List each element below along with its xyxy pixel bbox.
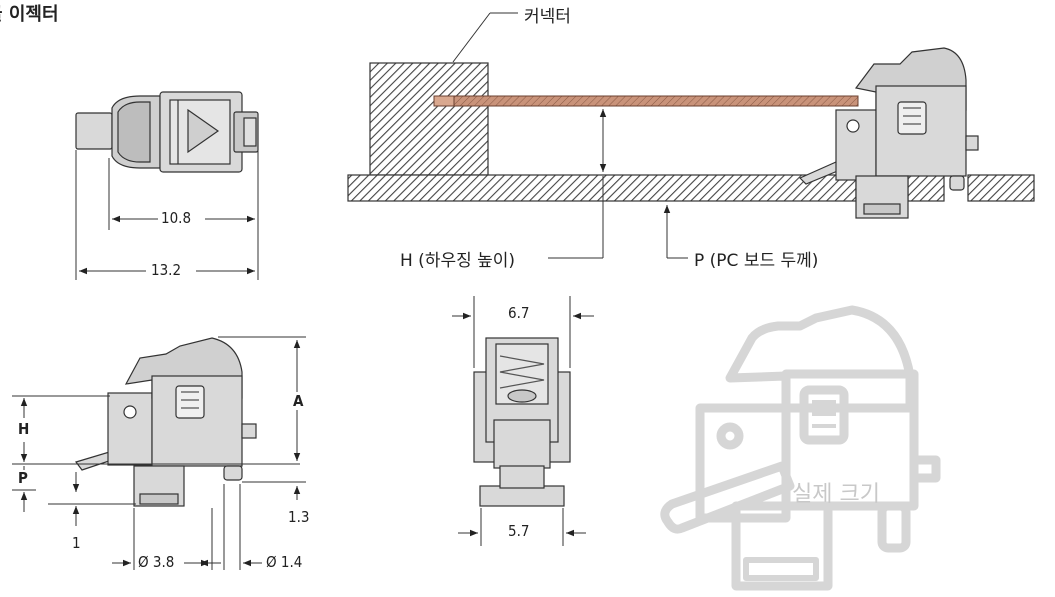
dim-1-3-label: 1.3 — [288, 508, 310, 526]
dim-1-label: 1 — [72, 534, 81, 552]
board-thickness-label: P (PC 보드 두께) — [694, 251, 819, 271]
front-view-ejector — [473, 337, 571, 507]
dim-dia-3-8-label: Ø 3.8 — [138, 553, 175, 571]
housing-height-label: H (하우징 높이) — [400, 251, 516, 271]
dim-p-label: P — [18, 469, 28, 487]
top-view-connector — [75, 91, 259, 173]
inserted-board-trace — [433, 95, 859, 107]
assembly-dimension-lines — [452, 12, 688, 259]
dim-dia-1-4-label: Ø 1.4 — [266, 553, 303, 571]
dim-a-label: A — [292, 392, 305, 410]
top-view-dimension-lines — [75, 150, 259, 280]
actual-size-ghost — [660, 305, 941, 591]
dim-inner-width: 10.8 — [161, 209, 192, 227]
front-view-dimension-lines — [452, 296, 594, 546]
page-title: 쿨 이젝터 — [0, 4, 59, 25]
assembly-ejector — [798, 47, 979, 219]
connector-label: 커넥터 — [524, 7, 571, 27]
dim-outer-width: 13.2 — [151, 261, 182, 279]
dim-top-width-label: 6.7 — [508, 304, 530, 322]
dim-h-label: H — [18, 420, 30, 438]
side-view-ejector — [75, 337, 257, 507]
connector-block — [369, 62, 489, 176]
actual-size-label: 실제 크기 — [792, 482, 880, 507]
pc-board — [347, 174, 1035, 202]
dim-bottom-width-label: 5.7 — [508, 522, 530, 540]
